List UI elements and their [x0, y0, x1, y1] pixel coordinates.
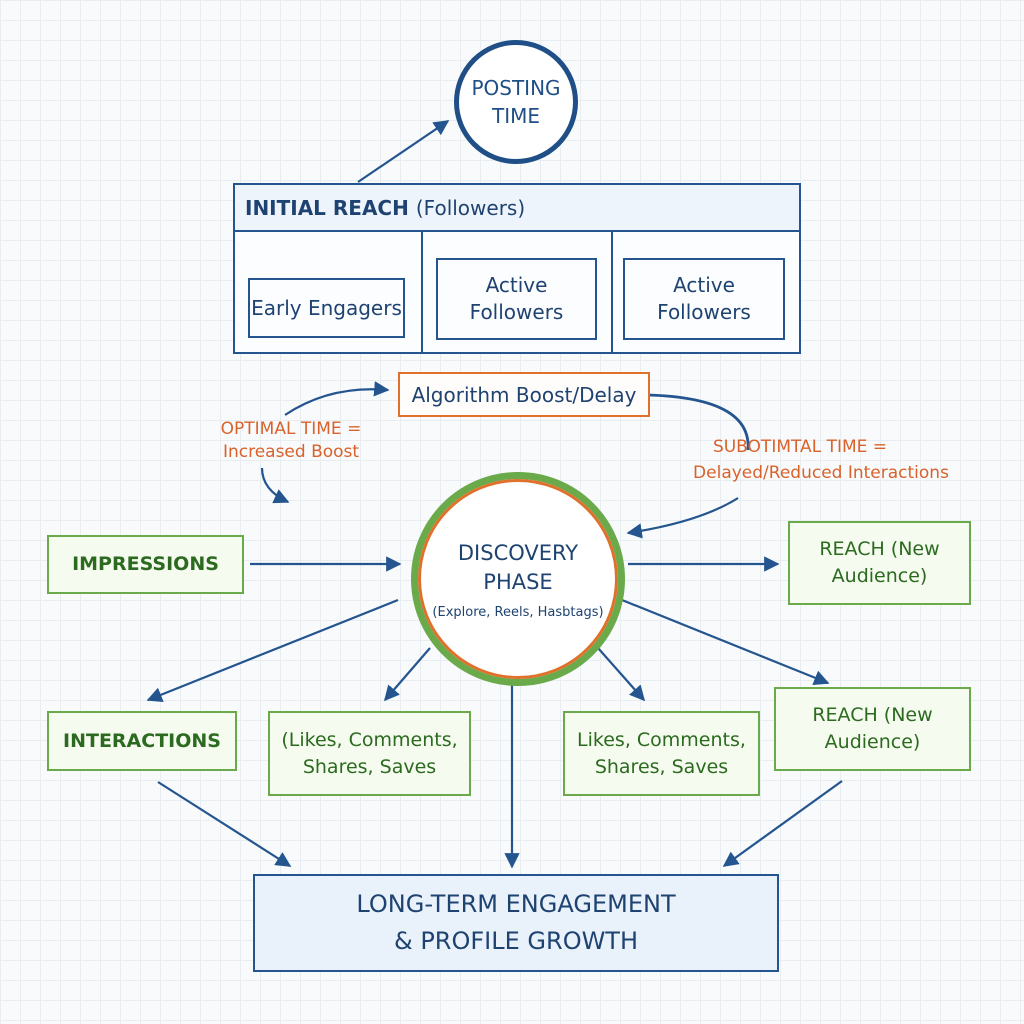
- arrow-discovery-to-likes-right: [597, 647, 646, 702]
- early-engagers-box: Early Engagers: [248, 278, 405, 338]
- discovery-phase-subtitle: (Explore, Reels, Hasbtags): [432, 604, 604, 620]
- initial-reach-title: INITIAL REACH: [245, 195, 409, 220]
- arrow-reach-to-posting: [357, 120, 450, 183]
- initial-reach-subtitle: (Followers): [415, 195, 526, 220]
- active-followers-box-2: Active Followers: [623, 258, 785, 340]
- likes-comments-right-box: Likes, Comments, Shares, Saves: [563, 711, 760, 796]
- arrow-suboptimal-to-discovery: [626, 497, 739, 539]
- arrow-discovery-to-interactions: [146, 598, 399, 703]
- posting-time-node: POSTING TIME: [454, 40, 578, 164]
- suboptimal-time-label: SUBOTIMTAL TIME =: [712, 437, 888, 457]
- reach-new-audience-top-box: REACH (New Audience): [788, 521, 971, 605]
- arrow-discovery-to-likes-left: [383, 647, 431, 702]
- optimal-time-label: OPTIMAL TIME = Increased Boost: [220, 419, 362, 462]
- algorithm-boost-delay-box: Algorithm Boost/Delay: [398, 372, 650, 417]
- suboptimal-time-sublabel: Delayed/Reduced Interactions: [693, 463, 949, 483]
- arrow-optimal-curve-bottom: [260, 467, 290, 504]
- likes-comments-left-box: (Likes, Comments, Shares, Saves: [268, 711, 471, 796]
- arrow-discovery-to-reach-bottom: [621, 598, 830, 685]
- active-followers-box-1: Active Followers: [436, 258, 597, 340]
- discovery-phase-title: DISCOVERY PHASE: [457, 540, 579, 594]
- reach-new-audience-bottom-box: REACH (New Audience): [774, 687, 971, 771]
- arrow-optimal-curve-top: [284, 381, 390, 416]
- initial-reach-header: INITIAL REACH (Followers): [235, 185, 799, 232]
- discovery-phase-node: DISCOVERY PHASE (Explore, Reels, Hasbtag…: [411, 472, 625, 686]
- interactions-box: INTERACTIONS: [47, 711, 237, 771]
- impressions-box: IMPRESSIONS: [47, 535, 244, 594]
- long-term-engagement-box: LONG-TERM ENGAGEMENT & PROFILE GROWTH: [253, 874, 779, 972]
